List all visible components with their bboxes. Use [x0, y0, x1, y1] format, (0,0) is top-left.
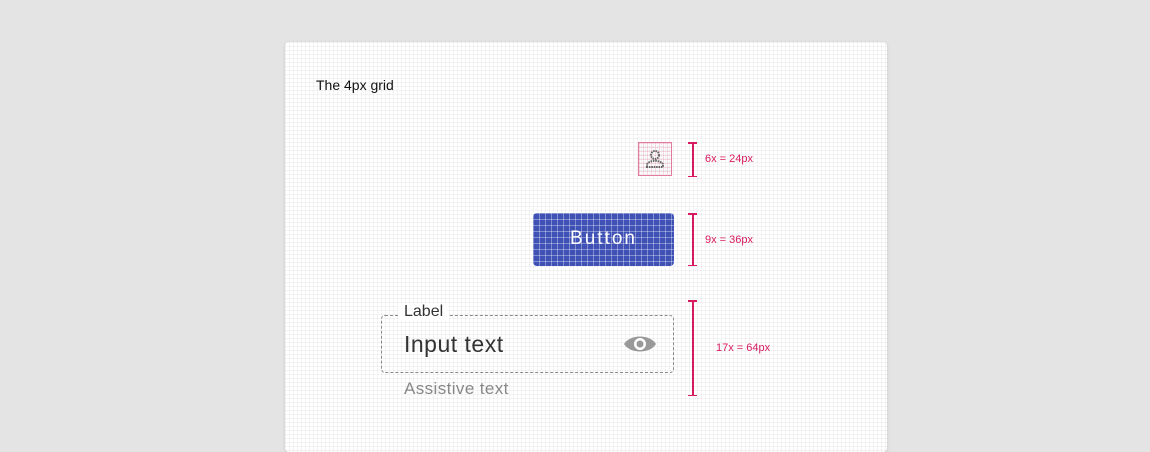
button-height-measure: [688, 213, 697, 266]
eye-icon[interactable]: [623, 332, 657, 361]
card-title: The 4px grid: [316, 77, 394, 93]
text-field-assistive-text: Assistive text: [404, 379, 509, 398]
icon-height-measure: [688, 142, 697, 177]
text-field-measure-label: 17x = 64px: [716, 342, 771, 354]
sample-button[interactable]: Button: [533, 213, 674, 266]
grid-spec-card: The 4px grid 6x = 24px Button 9x = 36px …: [285, 42, 887, 452]
account-icon: [638, 142, 672, 176]
icon-measure-label: 6x = 24px: [705, 153, 754, 165]
text-field-height-measure: [688, 300, 697, 396]
text-field-input-text: Input text: [404, 331, 504, 357]
sample-text-field[interactable]: [381, 315, 674, 373]
button-measure-label: 9x = 36px: [705, 234, 754, 246]
text-field-label: Label: [398, 303, 450, 321]
